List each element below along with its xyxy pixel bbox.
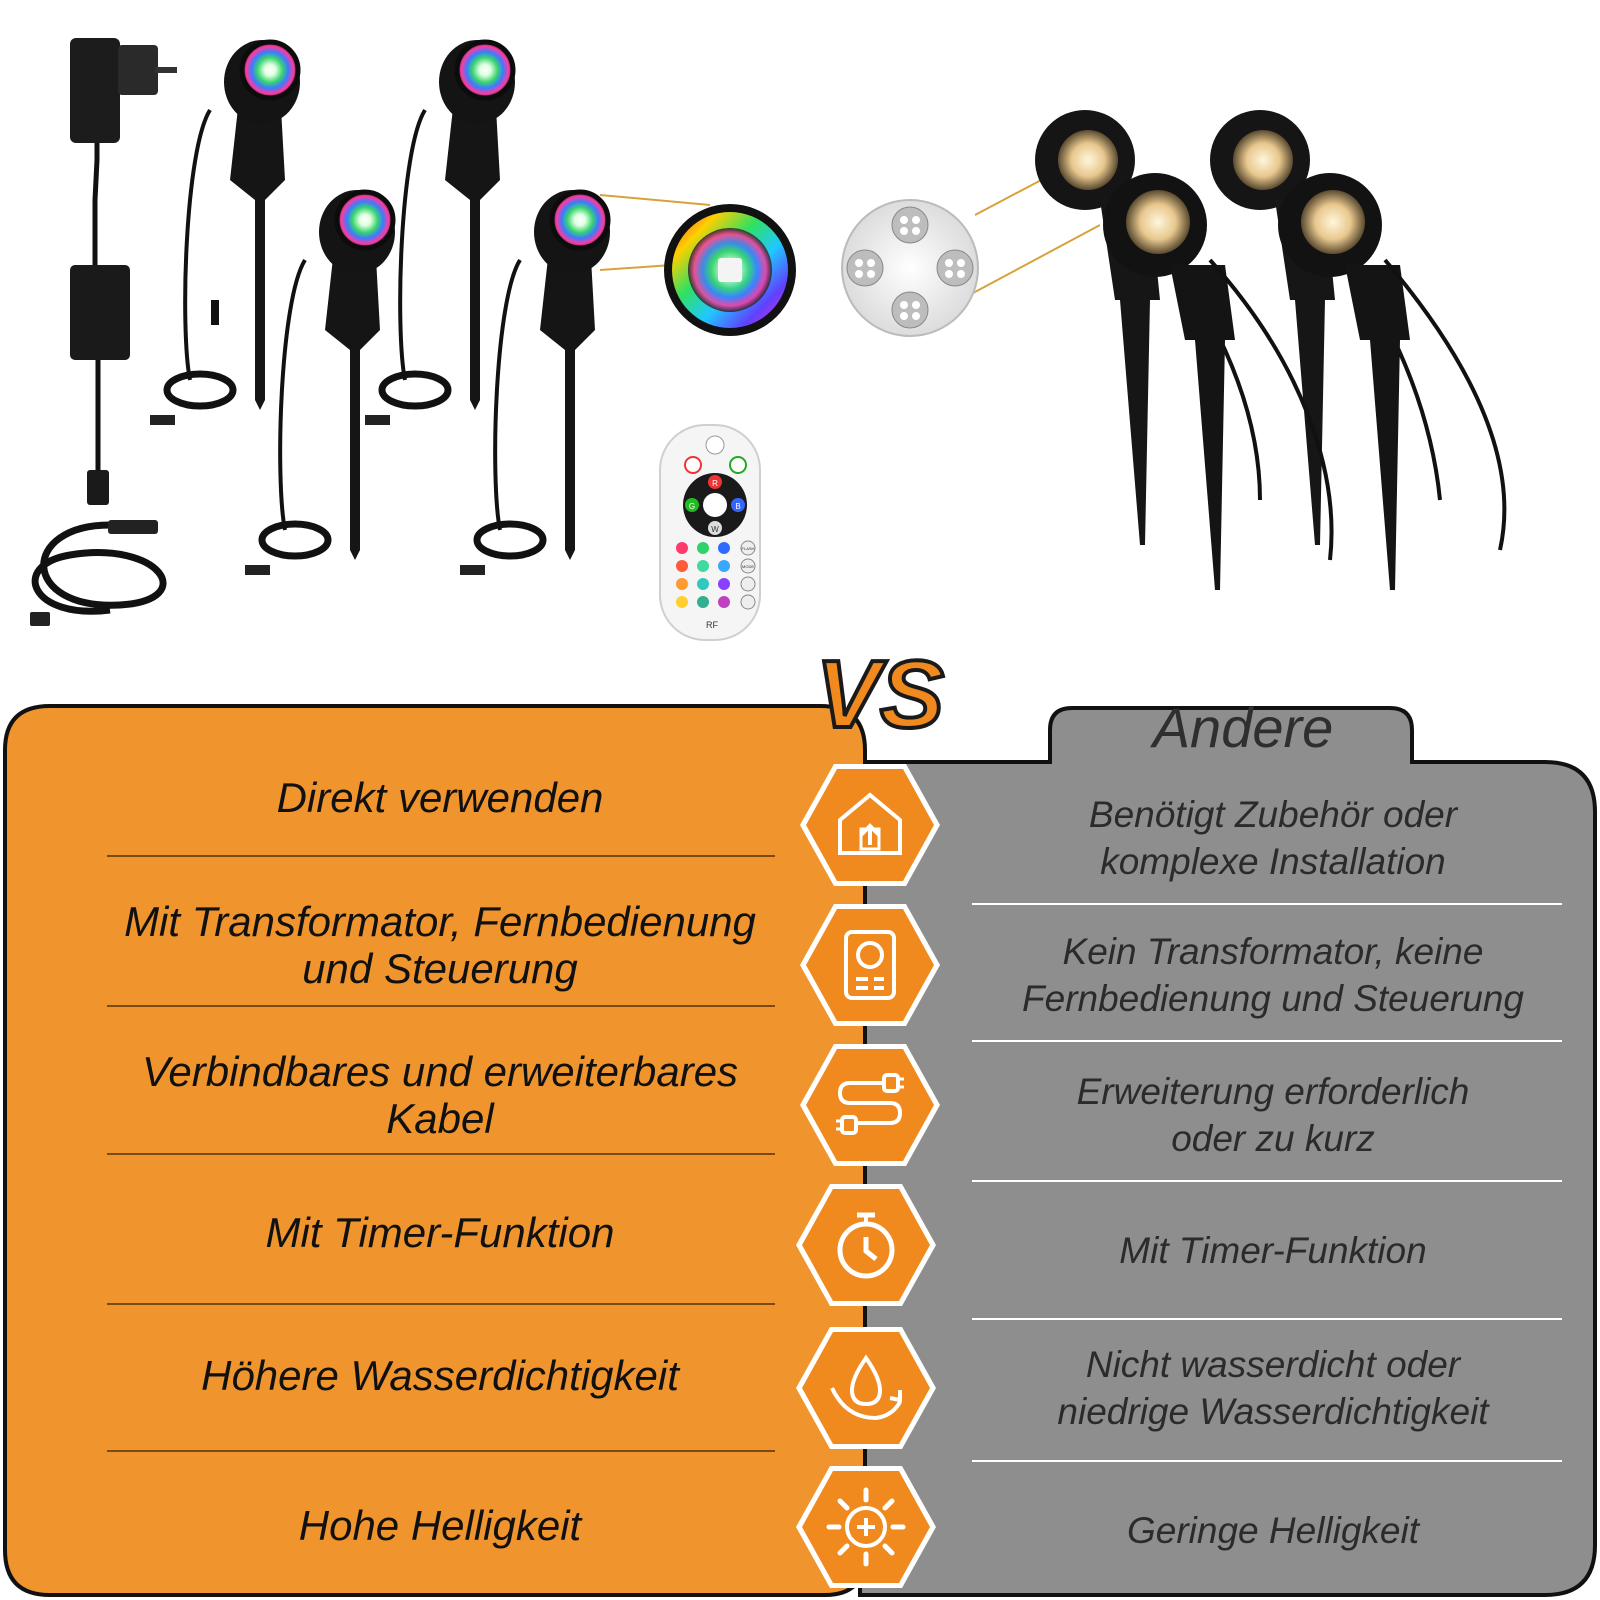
feature-hexagon bbox=[800, 904, 940, 1026]
rgb-spotlight bbox=[365, 39, 516, 425]
remote-r-label: R bbox=[712, 479, 718, 488]
own-feature-text: Direkt verwenden bbox=[276, 773, 604, 821]
feature-hexagon bbox=[800, 764, 940, 886]
warm-spotlight bbox=[1278, 173, 1507, 590]
remote-rf-label: RF bbox=[706, 620, 718, 630]
own-row-divider bbox=[107, 1303, 775, 1305]
rgb-spotlight bbox=[150, 39, 301, 425]
remote-g-label: G bbox=[689, 502, 695, 511]
cable-plug-icon bbox=[836, 1073, 904, 1135]
other-row-divider bbox=[972, 1180, 1562, 1182]
feature-hexagon bbox=[796, 1184, 936, 1306]
other-feature-text: Mit Timer-Funktion bbox=[1119, 1229, 1427, 1271]
warm-spotlight bbox=[1035, 110, 1262, 545]
other-feature-text: Geringe Helligkeit bbox=[1126, 1509, 1420, 1551]
remote-mode-label: MODE bbox=[742, 564, 754, 569]
remote-b-label: B bbox=[735, 502, 740, 511]
rgb-lens-zoom bbox=[599, 194, 796, 336]
remote-w-label: W bbox=[711, 525, 719, 534]
other-row-divider bbox=[972, 1318, 1562, 1320]
feature-hexagon bbox=[796, 1327, 936, 1449]
remote-flash-label: FLASH bbox=[742, 546, 755, 551]
own-row-divider bbox=[107, 1005, 775, 1007]
own-panel bbox=[3, 704, 867, 1597]
vs-badge: VS bbox=[820, 639, 946, 747]
rgb-spotlight bbox=[460, 189, 611, 575]
other-row-divider bbox=[972, 903, 1562, 905]
product-illustration: R G B W FLASH MODE RF bbox=[30, 38, 1507, 641]
other-panel bbox=[858, 706, 1597, 1597]
rgb-spotlight bbox=[245, 189, 396, 575]
other-row-divider bbox=[972, 1460, 1562, 1462]
led-board-zoom bbox=[841, 177, 1101, 337]
vs-text: VS bbox=[820, 641, 944, 747]
power-adapter bbox=[30, 38, 177, 626]
own-row-divider bbox=[107, 1153, 775, 1155]
sun-brightness-icon bbox=[826, 1487, 906, 1567]
timer-icon bbox=[837, 1212, 895, 1279]
other-row-divider bbox=[972, 1040, 1562, 1042]
remote-color-buttons bbox=[676, 540, 756, 610]
feature-hexagon bbox=[796, 1466, 936, 1588]
feature-hexagon bbox=[800, 1044, 940, 1166]
own-feature-text: Mit Timer-Funktion bbox=[265, 1208, 615, 1256]
warm-spotlight bbox=[1103, 173, 1334, 590]
own-feature-text: Hohe Helligkeit bbox=[298, 1501, 582, 1549]
own-row-divider bbox=[107, 1450, 775, 1452]
home-upload-icon bbox=[838, 792, 902, 855]
other-title: Andere bbox=[1152, 696, 1334, 759]
water-drop-icon bbox=[830, 1354, 902, 1421]
own-row-divider bbox=[107, 855, 775, 857]
comparison-panel bbox=[3, 704, 1597, 1597]
transformer-icon bbox=[844, 930, 896, 1000]
own-feature-text: Höhere Wasserdichtigkeit bbox=[201, 1351, 679, 1399]
remote-control: R G B W FLASH MODE RF bbox=[659, 424, 761, 641]
